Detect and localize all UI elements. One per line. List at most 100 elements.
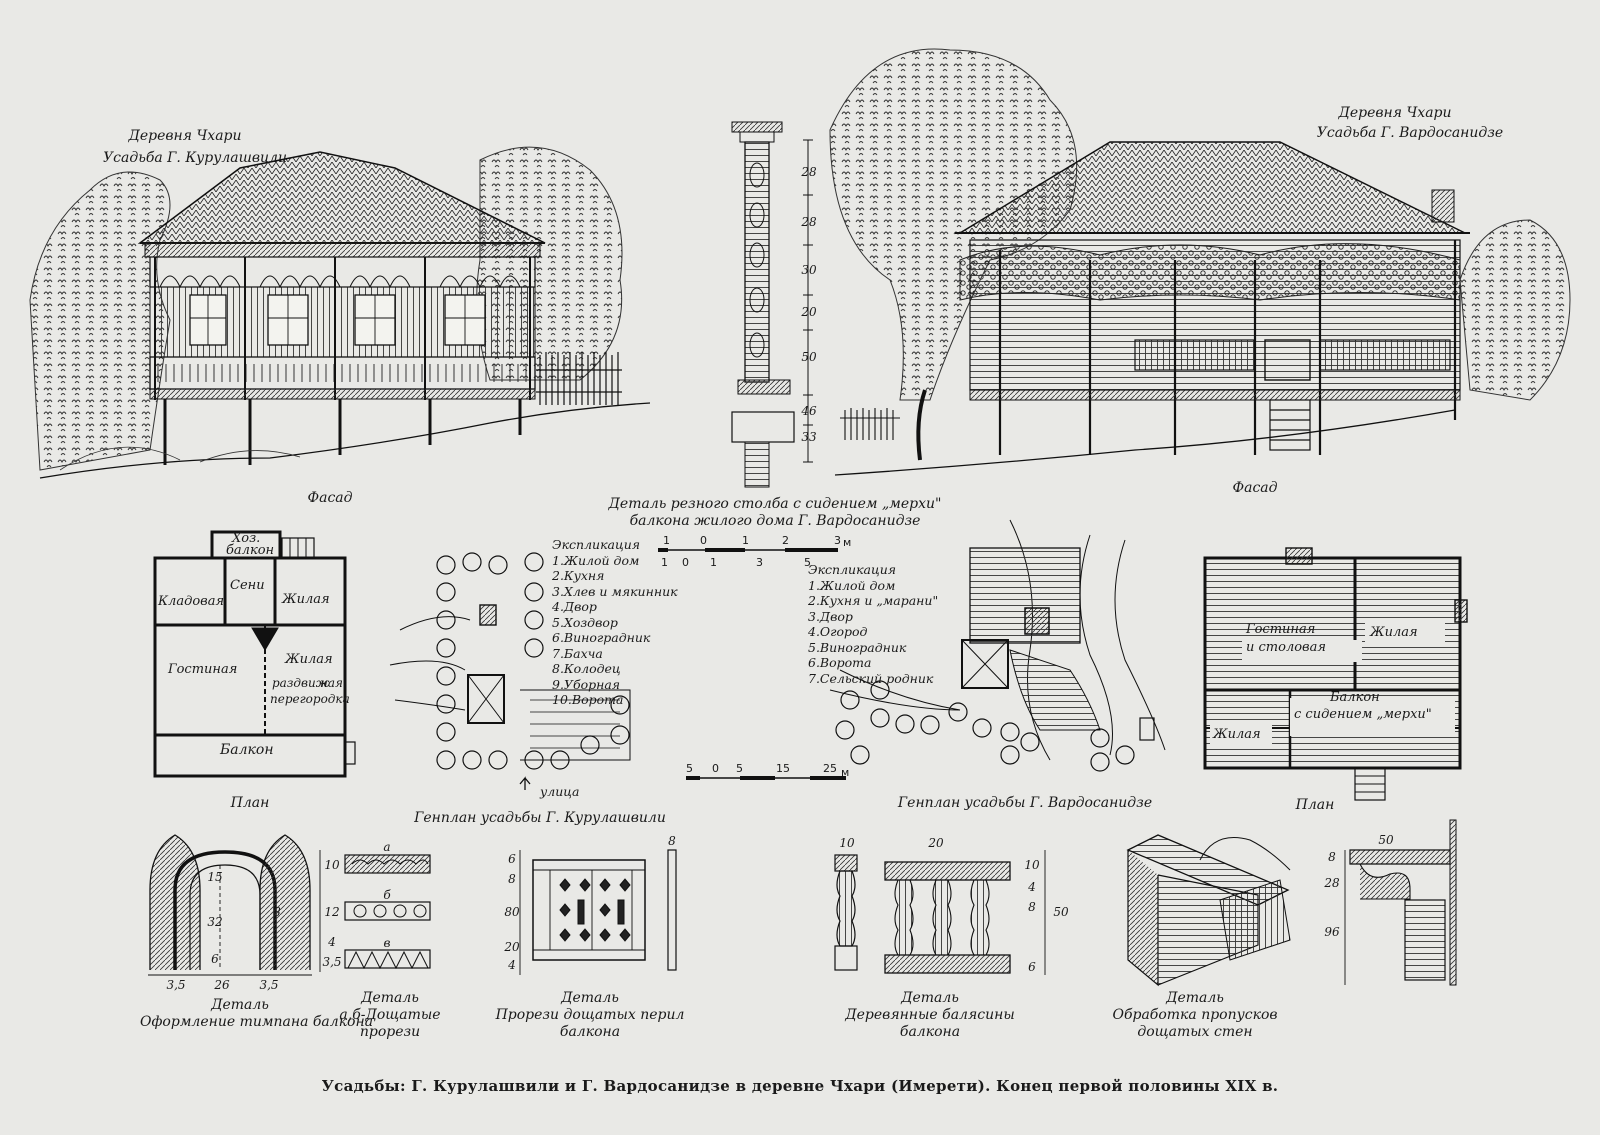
baluster-dim: 6 xyxy=(1028,960,1036,974)
left-floor-plan xyxy=(153,530,356,778)
cornice-dim: 28 xyxy=(1324,876,1340,890)
pillar-dim: 50 xyxy=(801,350,817,364)
detail-desc: Оформление тимпана балкона xyxy=(140,1014,374,1030)
tympanum-dim: 3,5 xyxy=(259,978,279,992)
legend-item: 3.Хлев и мякинник xyxy=(552,583,678,599)
cornice-dim: 96 xyxy=(1324,925,1340,939)
left-house-sketch xyxy=(29,146,651,479)
scale-top-a: 2 xyxy=(782,534,789,547)
scale-top-b: 3 xyxy=(756,556,763,569)
detail-desc: Прорези дощатых перил xyxy=(495,1007,685,1023)
legend-item: 2.Кухня xyxy=(552,568,605,583)
legend-item: 1.Жилой дом xyxy=(552,552,640,568)
genplan-right-title: Генплан усадьбы Г. Вардосанидзе xyxy=(897,795,1153,811)
plan-left-balkon: Балкон xyxy=(220,742,274,758)
right-floor-plan xyxy=(1203,547,1468,801)
plan-left-partition-3: перегородка xyxy=(270,692,350,706)
slot-board-dim: 12 xyxy=(324,905,340,919)
detail-desc: Обработка пропусков xyxy=(1112,1007,1278,1023)
detail-title: Деталь xyxy=(901,990,959,1006)
detail-1-caption: Деталь Оформление тимпана балкона xyxy=(140,997,374,1031)
legend-item: 5.Виноградник xyxy=(808,639,907,655)
detail-desc: Деревянные балясины xyxy=(845,1007,1015,1023)
detail-title: Деталь xyxy=(211,997,269,1013)
tympanum-dim: 8 xyxy=(273,905,281,919)
legend-item: 10.Ворота xyxy=(552,692,624,707)
scale-top-b: 1 xyxy=(710,556,717,569)
detail-title: Деталь xyxy=(361,990,419,1006)
pillar-dim: 30 xyxy=(801,263,817,277)
genplan-left-legend: Экспликация 1.Жилой дом 2.Кухня 3.Хлев и… xyxy=(552,537,678,708)
plan-left-hoz: Хоз. xyxy=(232,531,261,546)
detail-3-caption: Деталь Прорези дощатых перил балкона xyxy=(490,990,690,1041)
baluster-dim: 4 xyxy=(1028,880,1036,894)
plan-left-seni: Сени xyxy=(230,578,265,593)
plan-right-gostinaya-2: и столовая xyxy=(1246,640,1326,655)
plan-left-label: План xyxy=(230,795,270,811)
scale-unit: м xyxy=(841,766,850,779)
scale-top-a: 1 xyxy=(742,534,749,547)
detail-desc: а,б-Дощатые xyxy=(339,1007,441,1023)
tympanum-dim: 6 xyxy=(211,952,219,966)
scale-top-b: 5 xyxy=(804,556,811,569)
scale-bottom: 0 xyxy=(712,762,719,775)
legend-title: Экспликация xyxy=(808,562,897,577)
baluster-dim: 8 xyxy=(1028,900,1036,914)
plan-right-zhilaya-2: Жилая xyxy=(1213,727,1261,742)
right-sketch-title-line2: Усадьба Г. Вардосанидзе xyxy=(1316,125,1504,141)
scale-top-a: 0 xyxy=(700,534,707,547)
scale-bars xyxy=(658,548,846,780)
baluster-dim: 50 xyxy=(1053,905,1069,919)
scale-top-b: 0 xyxy=(682,556,689,569)
detail-desc: дощатых стен xyxy=(1137,1024,1253,1040)
slot-board-dim: 4 xyxy=(328,935,336,949)
pillar-dim: 46 xyxy=(801,404,817,418)
left-site-plan xyxy=(389,552,631,790)
legend-item: 3.Двор xyxy=(808,608,853,624)
detail-title: Деталь xyxy=(561,990,619,1006)
rail-dim: 6 xyxy=(508,852,516,866)
tympanum-detail xyxy=(148,834,312,976)
slot-board-label: б xyxy=(383,888,391,902)
legend-item: 7.Бахча xyxy=(552,645,603,661)
legend-item: 2.Кухня и „марани" xyxy=(808,593,939,608)
plan-left-zhilaya-1: Жилая xyxy=(282,592,330,607)
legend-item: 9.Уборная xyxy=(552,676,621,692)
pillar-dim: 20 xyxy=(801,305,817,319)
tympanum-dim: 3,5 xyxy=(166,978,186,992)
plan-right-zhilaya-1: Жилая xyxy=(1370,625,1418,640)
plan-left-gostinaya: Гостиная xyxy=(168,662,238,677)
tympanum-dim: 32 xyxy=(207,915,223,929)
legend-item: 1.Жилой дом xyxy=(808,577,896,593)
detail-title: Деталь xyxy=(1166,990,1224,1006)
cornice-detail xyxy=(1344,819,1457,986)
scale-bottom: 5 xyxy=(686,762,693,775)
baluster-dim: 10 xyxy=(839,836,855,850)
right-house-sketch xyxy=(829,48,1571,476)
plan-right-gostinaya-1: Гостиная xyxy=(1246,622,1316,637)
balusters-detail xyxy=(834,850,1046,975)
tympanum-dim: 15 xyxy=(207,870,223,884)
right-site-plan xyxy=(829,519,1166,772)
baluster-dim: 10 xyxy=(1024,858,1040,872)
left-facade-label: Фасад xyxy=(307,490,353,506)
rail-dim: 4 xyxy=(508,958,516,972)
plan-left-partition-1: раздвиж xyxy=(272,676,330,690)
rail-dim: 80 xyxy=(504,905,520,919)
pillar-caption-line2: балкона жилого дома Г. Вардосанидзе xyxy=(629,513,921,529)
plan-left-balkon-top: балкон xyxy=(226,543,275,558)
slot-board-dim: 3,5 xyxy=(322,955,342,969)
left-sketch-title-line2: Усадьба Г. Курулашвили xyxy=(103,150,287,166)
rail-dim: 8 xyxy=(508,872,516,886)
legend-item: 7.Сельский родник xyxy=(808,670,934,686)
wall-openings-detail xyxy=(1126,834,1291,987)
genplan-left-street: улица xyxy=(540,784,580,799)
pillar-caption-line1: Деталь резного столба с сидением „мерхи" xyxy=(608,496,942,512)
slot-boards-detail xyxy=(319,850,431,972)
left-sketch-title-line1: Деревня Чхари xyxy=(128,128,242,144)
right-facade-label: Фасад xyxy=(1232,480,1278,496)
plan-left-kladovaya: Кладовая xyxy=(158,594,225,609)
plan-left-partition-2: ная xyxy=(320,676,344,690)
slot-board-dim: 10 xyxy=(324,858,340,872)
detail-desc: балкона xyxy=(899,1024,961,1040)
